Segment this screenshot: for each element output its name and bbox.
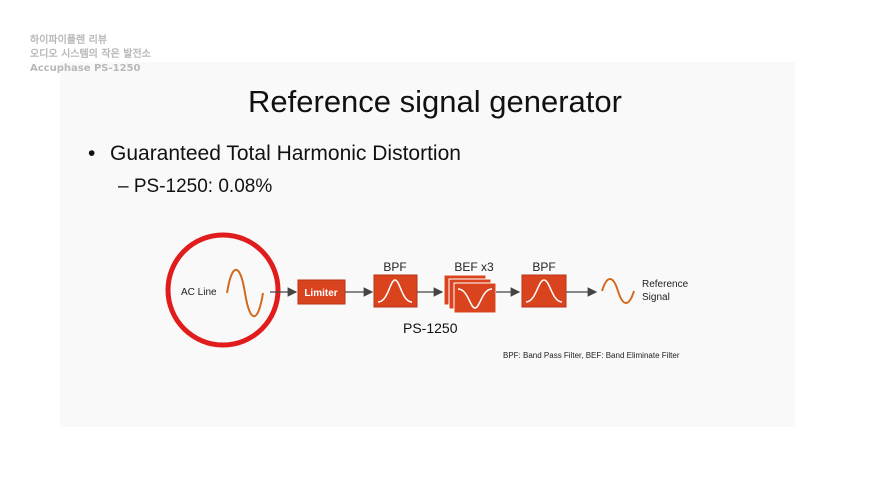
ac-sine-wave-icon: [226, 269, 264, 317]
reference-sine-wave-icon: [601, 278, 635, 304]
watermark-line-2: 오디오 시스템의 작은 발전소: [30, 49, 151, 60]
bef-label: BEF x3: [454, 260, 494, 274]
video-watermark: 하이파이플렌 리뷰 오디오 시스템의 작은 발전소 Accuphase PS-1…: [30, 34, 151, 76]
bandpass-curve-icon-2: [525, 279, 563, 303]
bullet-item: • Guaranteed Total Harmonic Distortion: [88, 142, 461, 166]
limiter-label: Limiter: [304, 288, 337, 299]
bullet-text: Guaranteed Total Harmonic Distortion: [110, 142, 461, 165]
reference-label-line-2: Signal: [642, 292, 670, 303]
sub-bullet-item: – PS-1250: 0.08%: [118, 176, 273, 197]
slide-background: [60, 62, 795, 427]
bandpass-curve-icon: [377, 279, 413, 303]
bpf-1-label: BPF: [383, 260, 406, 274]
highlight-circle: [165, 232, 281, 348]
reference-label-line-1: Reference: [642, 279, 689, 290]
watermark-line-3: Accuphase PS-1250: [30, 63, 141, 74]
bpf-2-label: BPF: [532, 260, 555, 274]
bullet-dot-icon: •: [88, 142, 96, 165]
ac-line-label: AC Line: [181, 287, 217, 298]
abbreviation-note: BPF: Band Pass Filter, BEF: Band Elimina…: [503, 351, 680, 360]
bandstop-curve-icon: [457, 288, 493, 309]
watermark-line-1: 하이파이플렌 리뷰: [30, 35, 108, 46]
ps-1250-label: PS-1250: [403, 320, 458, 336]
slide-title: Reference signal generator: [248, 84, 622, 119]
